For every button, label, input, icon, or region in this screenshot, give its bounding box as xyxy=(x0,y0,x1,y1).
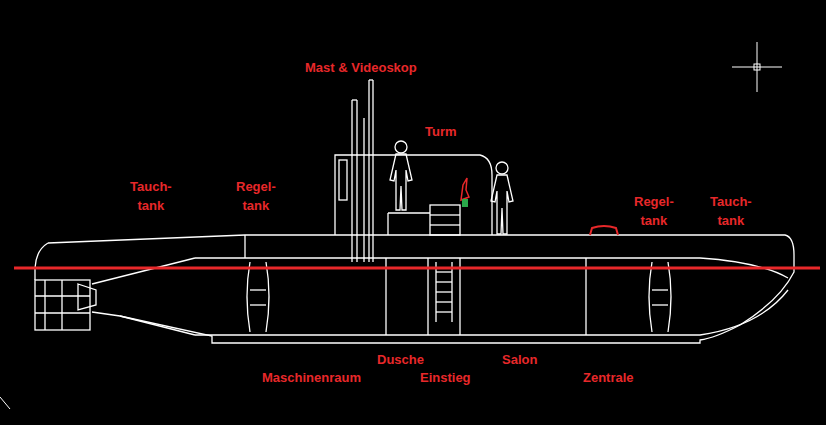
rudder-box xyxy=(35,280,90,330)
bulkhead xyxy=(385,258,386,335)
mast xyxy=(352,99,357,100)
platform xyxy=(387,213,388,235)
part-label: Einstieg xyxy=(420,368,471,387)
bulkhead xyxy=(668,262,671,332)
stern-taper xyxy=(120,316,195,335)
crosshair xyxy=(732,67,782,68)
hatch-symbol xyxy=(590,226,618,235)
deck-line xyxy=(244,235,245,258)
platform xyxy=(388,212,430,213)
mast xyxy=(356,100,357,262)
rudder-box xyxy=(35,312,90,313)
rudder-box xyxy=(61,280,62,330)
stern-taper xyxy=(92,258,195,284)
bulkhead xyxy=(652,289,668,290)
hull-outline xyxy=(48,235,794,343)
part-label: Salon xyxy=(502,350,537,369)
ladder xyxy=(436,301,452,302)
bulkhead xyxy=(427,258,428,335)
waterline xyxy=(14,267,820,270)
person-figure xyxy=(491,175,513,234)
corner-mark xyxy=(0,397,10,409)
ladder xyxy=(436,311,452,312)
part-label: Regel- tank xyxy=(236,177,276,215)
part-label: Turm xyxy=(425,122,457,141)
part-label: Tauch- tank xyxy=(130,177,172,215)
bulkhead xyxy=(652,304,668,305)
part-label: Mast & Videoskop xyxy=(305,58,417,77)
crosshair xyxy=(754,64,760,70)
hull-outline xyxy=(35,80,794,343)
hull-outline xyxy=(35,243,48,280)
part-label: Regel- tank xyxy=(634,192,674,230)
hatch-box xyxy=(430,224,460,225)
bulkhead xyxy=(247,262,250,332)
part-label: Maschinenraum xyxy=(262,368,361,387)
videoscope xyxy=(369,79,373,80)
mast xyxy=(363,118,364,262)
part-label: Zentrale xyxy=(583,368,634,387)
pressure-hull xyxy=(195,290,788,335)
person-figure xyxy=(395,141,407,153)
videoscope xyxy=(372,80,373,262)
bulkhead xyxy=(266,262,269,332)
ladder xyxy=(436,281,452,282)
hatch-box xyxy=(430,214,460,215)
crosshair xyxy=(732,42,782,92)
bulkhead xyxy=(585,258,586,335)
person-figure xyxy=(390,154,412,210)
signal-light xyxy=(462,199,468,207)
part-label: Tauch- tank xyxy=(710,192,752,230)
tower-detail xyxy=(339,160,347,200)
ladder xyxy=(436,291,452,292)
bulkhead xyxy=(649,262,652,332)
rudder-box xyxy=(44,280,45,330)
hatch-box xyxy=(430,205,460,235)
signal-light xyxy=(461,178,469,200)
bulkhead xyxy=(250,304,266,305)
mast xyxy=(351,100,352,262)
rudder-box xyxy=(35,295,90,296)
bulkhead xyxy=(459,258,460,335)
bulkhead xyxy=(250,289,266,290)
tower xyxy=(335,155,492,235)
person-figure xyxy=(496,162,508,174)
propeller xyxy=(78,284,96,310)
ladder xyxy=(436,271,452,272)
videoscope xyxy=(368,80,369,262)
part-label: Dusche xyxy=(377,350,424,369)
